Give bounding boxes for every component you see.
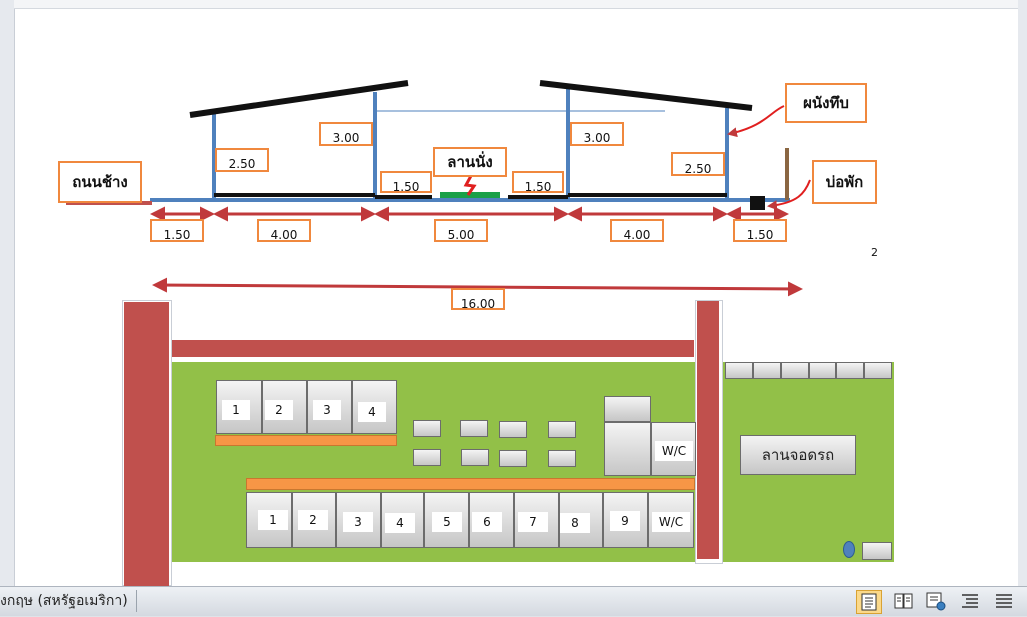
dim-label-total: 16.00 — [451, 288, 505, 310]
well-box — [750, 196, 765, 210]
dim-label-5: 1.50 — [733, 219, 787, 242]
plan-right-wall — [697, 301, 719, 559]
right-block-bottom — [604, 422, 651, 476]
wall-pointer — [727, 105, 785, 138]
draft-icon — [996, 594, 1012, 608]
status-bar: ังกฤษ (สหรัฐอเมริกา) — [0, 586, 1027, 616]
height-right-low: 2.50 — [671, 152, 725, 176]
inner-width-left: 1.50 — [380, 171, 432, 193]
lower-unit-label-4: 4 — [385, 513, 415, 533]
full-screen-reading-button[interactable] — [892, 590, 918, 614]
top-page-edge — [14, 0, 1018, 9]
upper-unit-label-4: 4 — [358, 402, 386, 422]
height-left-low: 2.50 — [215, 148, 269, 172]
dim-arrow-total — [152, 277, 803, 297]
note-mark: 2 — [871, 246, 878, 259]
language-indicator[interactable]: ังกฤษ (สหรัฐอเมริกา) — [0, 590, 137, 612]
print-layout-view-button[interactable] — [856, 590, 882, 614]
center-box-5 — [413, 449, 441, 466]
lower-unit-label-10: W/C — [652, 512, 690, 532]
center-box-2 — [460, 420, 488, 437]
parking-slot-1 — [725, 362, 753, 379]
left-margin — [0, 0, 15, 586]
book-icon — [894, 593, 913, 609]
parking-slot-5 — [836, 362, 864, 379]
court-green-pad — [440, 192, 500, 198]
upper-unit-label-3: 3 — [313, 400, 341, 420]
upper-orange-strip — [215, 435, 397, 446]
dim-label-3: 5.00 — [434, 219, 488, 242]
lower-orange-strip — [246, 478, 695, 490]
center-box-1 — [413, 420, 441, 437]
lower-unit-label-1: 1 — [258, 510, 288, 530]
plan-left-wall — [124, 302, 169, 586]
right-block-top — [604, 396, 651, 422]
dim-label-4: 4.00 — [610, 219, 664, 242]
height-right-high: 3.00 — [570, 122, 624, 146]
right-margin — [1018, 0, 1027, 586]
parking-slot-4 — [809, 362, 836, 379]
lower-unit-label-8: 8 — [560, 513, 590, 533]
court-label: ลานนั่ง — [433, 147, 507, 177]
wc-label: W/C — [655, 441, 693, 461]
well-pointer — [767, 179, 811, 211]
outline-icon — [962, 594, 978, 608]
lower-unit-label-9: 9 — [610, 511, 640, 531]
well-oval — [843, 541, 855, 558]
lower-unit-label-2: 2 — [298, 510, 328, 530]
upper-unit-label-1: 1 — [222, 400, 250, 420]
outline-view-button[interactable] — [958, 590, 984, 614]
center-box-3 — [499, 421, 527, 438]
section-diagram — [66, 80, 811, 297]
small-box-bottom-right — [862, 542, 892, 560]
road-label: ถนนช้าง — [58, 161, 142, 203]
inner-width-right: 1.50 — [512, 171, 564, 193]
lower-unit-label-7: 7 — [518, 512, 548, 532]
center-box-6 — [461, 449, 489, 466]
web-layout-icon — [926, 592, 946, 611]
court-pointer — [463, 173, 477, 196]
well-label: บ่อพัก — [812, 160, 877, 204]
parking-label-box: ลานจอดรถ — [740, 435, 856, 475]
draft-view-button[interactable] — [992, 590, 1018, 614]
dim-label-2: 4.00 — [257, 219, 311, 242]
parking-slot-3 — [781, 362, 809, 379]
print-layout-icon — [861, 593, 877, 611]
center-box-4 — [548, 421, 576, 438]
center-box-7 — [499, 450, 527, 467]
center-box-8 — [548, 450, 576, 467]
roof-left — [189, 80, 409, 118]
lower-unit-label-3: 3 — [343, 512, 373, 532]
roof-right — [539, 80, 753, 111]
lower-unit-label-6: 6 — [472, 512, 502, 532]
dim-label-1: 1.50 — [150, 219, 204, 242]
lower-unit-label-5: 5 — [432, 512, 462, 532]
parking-slot-2 — [753, 362, 781, 379]
plan-top-wall — [172, 340, 694, 357]
web-layout-button[interactable] — [924, 590, 950, 614]
parking-slot-6 — [864, 362, 892, 379]
wall-label: ผนังทึบ — [785, 83, 867, 123]
upper-unit-label-2: 2 — [265, 400, 293, 420]
height-left-high: 3.00 — [319, 122, 373, 146]
